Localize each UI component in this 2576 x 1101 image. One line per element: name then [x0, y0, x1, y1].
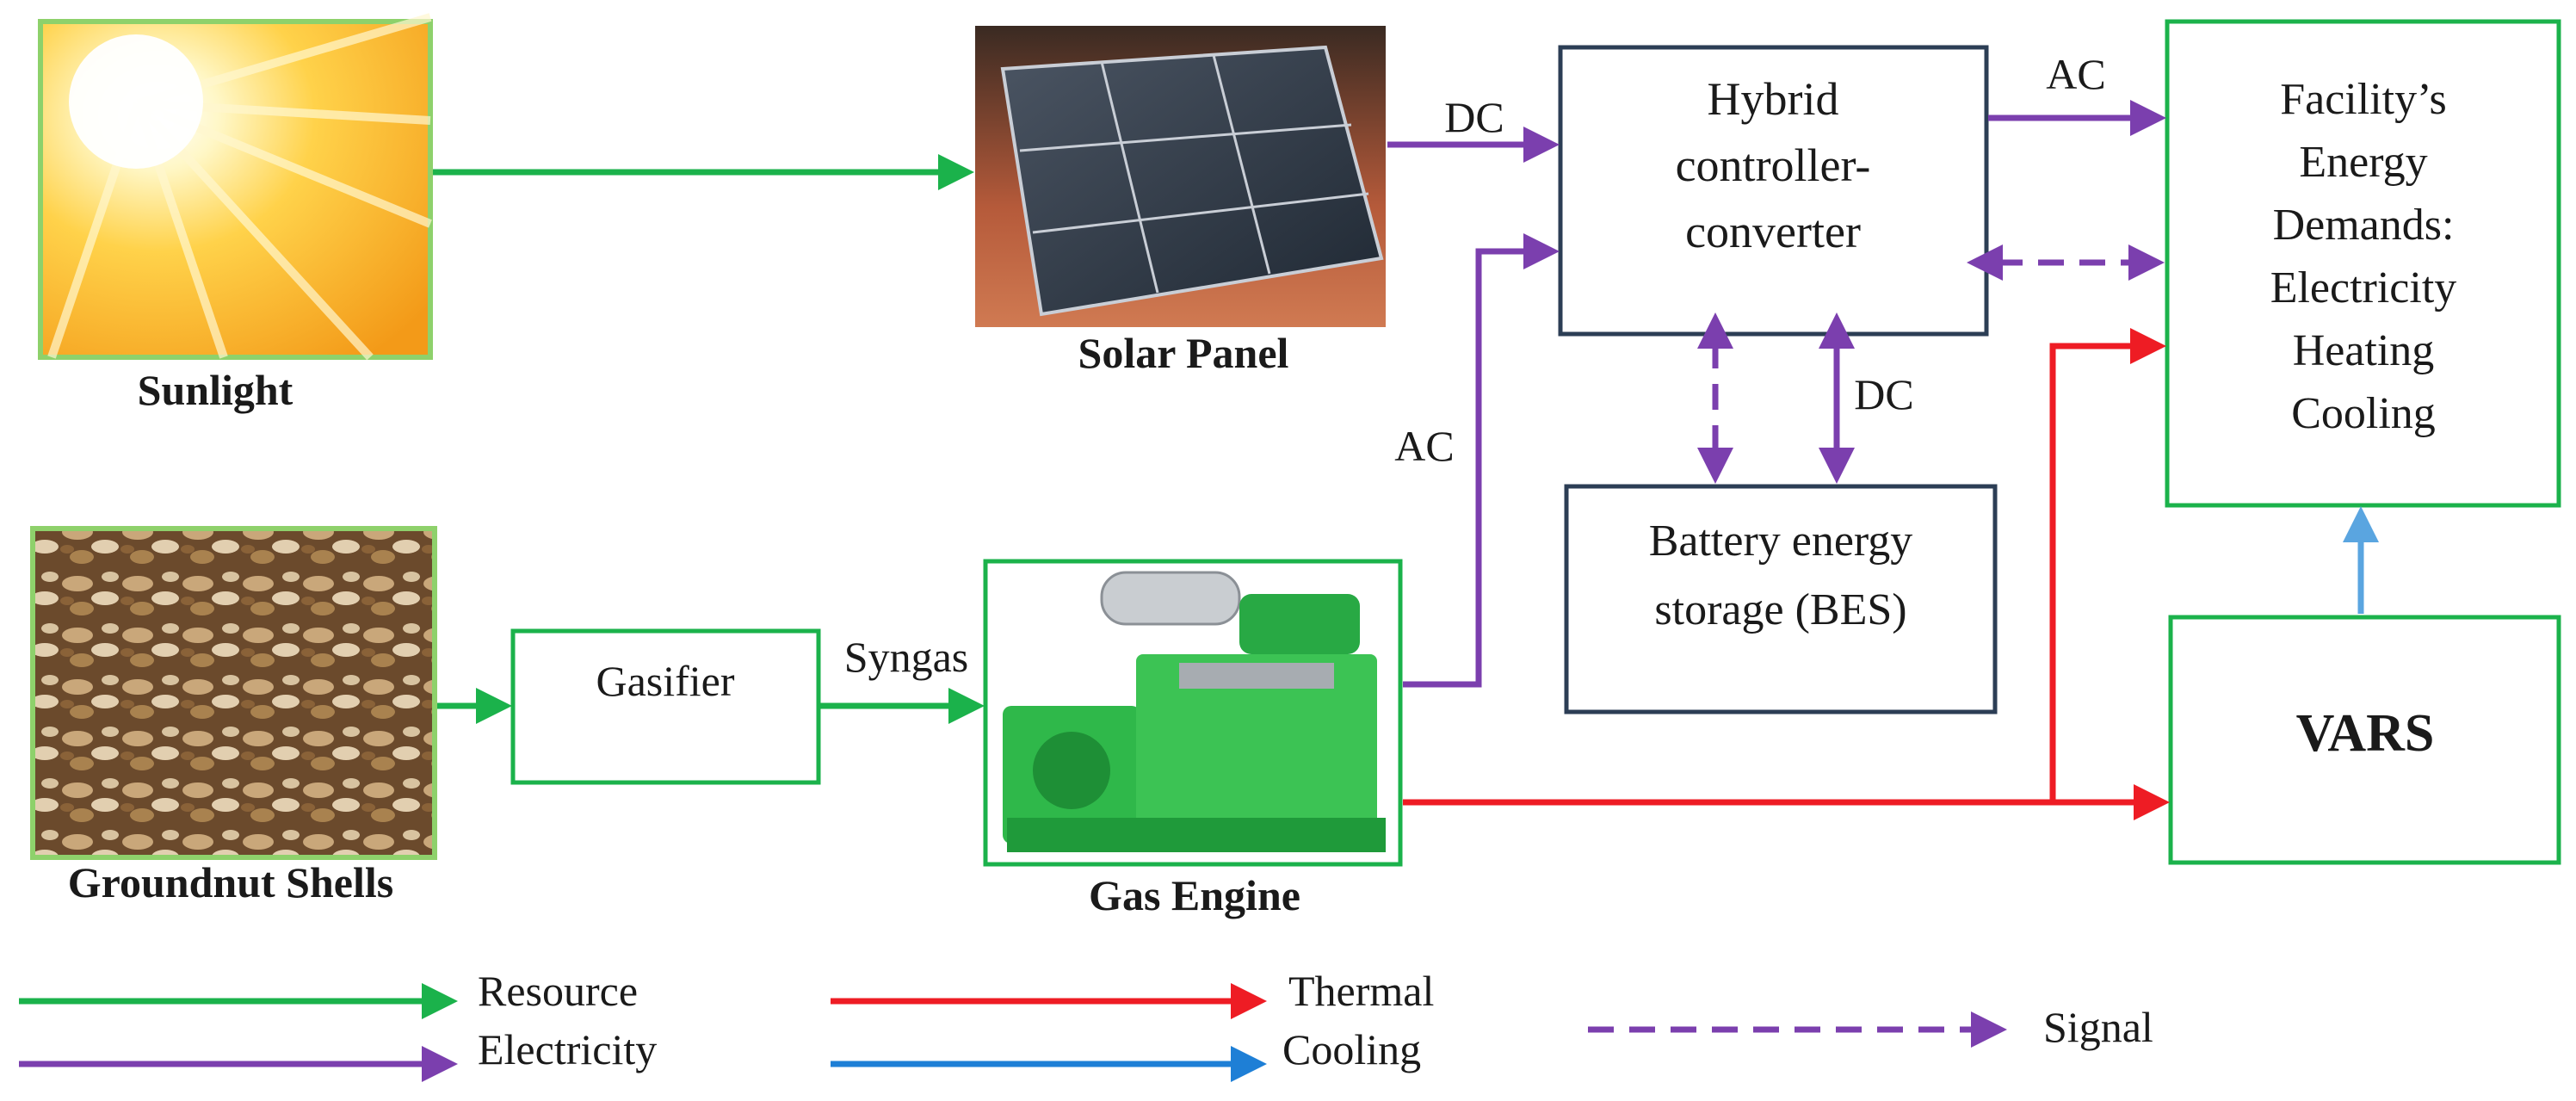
facility-line-1: Facility’s: [2280, 75, 2447, 124]
ac-engine-label: AC: [1394, 422, 1454, 470]
engine-to-facility-thermal-arrow: [2049, 328, 2166, 802]
engine-to-hybrid-ac-arrow: [1403, 233, 1560, 688]
legend-cooling-label: Cooling: [1282, 1025, 1421, 1073]
legend: Resource Electricity Thermal Cooling Sig…: [19, 967, 2153, 1082]
syngas-label: Syngas: [844, 633, 968, 681]
battery-storage-box: Battery energy storage (BES): [1564, 484, 1998, 714]
gas-engine-image: [1003, 571, 1386, 852]
groundnut-shells-image: [30, 526, 437, 860]
legend-electricity-label: Electricity: [478, 1025, 657, 1073]
hybrid-line-1: Hybrid: [1708, 73, 1839, 125]
groundnut-node: Groundnut Shells: [30, 526, 437, 906]
hybrid-line-3: converter: [1685, 206, 1861, 257]
solar-panel-caption: Solar Panel: [1078, 329, 1289, 377]
solar-grid-lines: [1019, 54, 1369, 294]
ac-out-label: AC: [2046, 50, 2105, 98]
facility-line-3: Demands:: [2273, 201, 2455, 250]
gasifier-label: Gasifier: [596, 657, 734, 705]
solar-panel-node: Solar Panel: [975, 26, 1386, 377]
legend-resource-label: Resource: [478, 967, 638, 1015]
hybrid-controller-box: Hybrid controller- converter: [1558, 45, 1989, 337]
facility-line-4: Electricity: [2270, 263, 2457, 312]
groundnut-caption: Groundnut Shells: [68, 858, 393, 906]
facility-demands-box: Facility’s Energy Demands: Electricity H…: [2165, 19, 2561, 508]
sun-disk: [69, 34, 203, 169]
vars-box: VARS: [2168, 615, 2561, 865]
dc-battery-label: DC: [1854, 370, 1913, 418]
gas-engine-caption: Gas Engine: [1089, 871, 1300, 919]
sunlight-node: Sunlight: [38, 13, 433, 414]
facility-line-5: Heating: [2293, 326, 2435, 375]
vars-label: VARS: [2296, 704, 2435, 763]
facility-line-6: Cooling: [2291, 389, 2436, 438]
battery-line-2: storage (BES): [1654, 585, 1906, 634]
facility-line-2: Energy: [2299, 138, 2427, 187]
legend-thermal-label: Thermal: [1288, 967, 1434, 1015]
sunlight-caption: Sunlight: [138, 366, 293, 414]
gas-engine-node: Gas Engine: [983, 559, 1403, 919]
solar-array: [1000, 45, 1384, 317]
flow-arrows: [433, 100, 2379, 820]
battery-line-1: Battery energy: [1649, 516, 1913, 566]
legend-signal-label: Signal: [2043, 1003, 2153, 1051]
hybrid-line-2: controller-: [1676, 139, 1871, 191]
gasifier-box: Gasifier: [510, 628, 821, 785]
dc-solar-label: DC: [1444, 93, 1504, 141]
